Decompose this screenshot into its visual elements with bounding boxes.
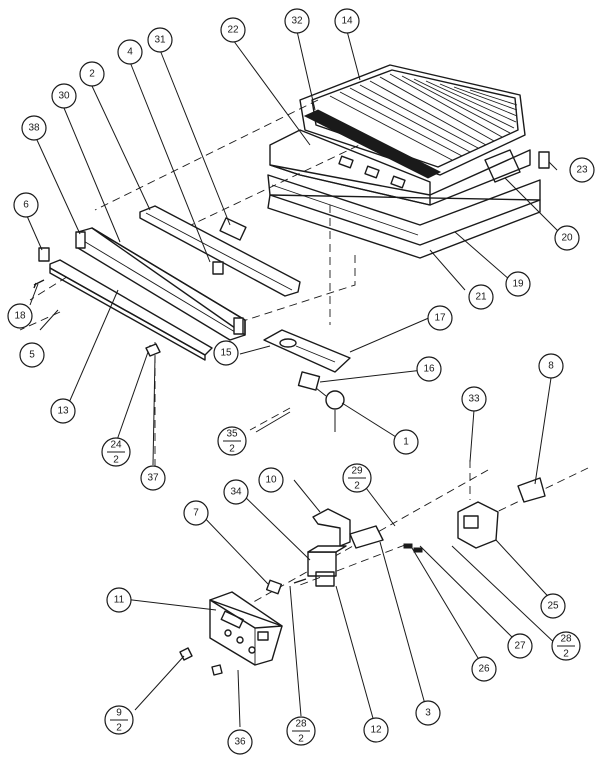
svg-text:29: 29	[351, 466, 363, 477]
callout-13: 13	[50, 398, 76, 424]
callout-23: 23	[569, 157, 595, 183]
svg-text:13: 13	[57, 406, 69, 417]
callout-10: 10	[258, 467, 284, 493]
callout-18: 18	[7, 303, 33, 329]
svg-text:9: 9	[116, 708, 122, 719]
svg-text:5: 5	[29, 350, 35, 361]
callout-21: 21	[468, 284, 494, 310]
callout-16: 16	[416, 356, 442, 382]
svg-text:18: 18	[14, 311, 26, 322]
callout-32: 32	[284, 8, 310, 34]
callout-14: 14	[334, 8, 360, 34]
callout-11: 11	[106, 587, 132, 613]
svg-text:21: 21	[475, 292, 487, 303]
callout-31: 31	[147, 27, 173, 53]
callout-30: 30	[51, 83, 77, 109]
svg-text:2: 2	[354, 481, 360, 492]
svg-text:3: 3	[425, 708, 431, 719]
svg-text:2: 2	[89, 69, 95, 80]
svg-text:36: 36	[234, 737, 246, 748]
callout-26: 26	[471, 656, 497, 682]
callout-34: 34	[223, 479, 249, 505]
callout-8: 8	[538, 353, 564, 379]
callout-36: 36	[227, 729, 253, 755]
svg-text:14: 14	[341, 16, 353, 27]
svg-text:4: 4	[127, 47, 133, 58]
svg-text:2: 2	[116, 723, 122, 734]
svg-text:28: 28	[560, 634, 572, 645]
callout-7: 7	[183, 500, 209, 526]
svg-text:8: 8	[548, 361, 554, 372]
front-trim-panel	[33, 205, 301, 361]
assembly-lines	[19, 99, 589, 619]
callout-20: 20	[554, 225, 580, 251]
control-assembly	[179, 477, 546, 676]
svg-text:24: 24	[110, 440, 122, 451]
svg-text:17: 17	[434, 313, 446, 324]
leader-lines	[26, 30, 561, 730]
callout-19: 19	[505, 271, 531, 297]
svg-text:38: 38	[28, 123, 40, 134]
svg-text:30: 30	[58, 91, 70, 102]
grille-slats	[329, 73, 518, 161]
callout-5: 5	[19, 342, 45, 368]
svg-text:26: 26	[478, 664, 490, 675]
svg-text:2: 2	[229, 444, 235, 455]
callout-28-2-right: 28 2	[551, 631, 581, 661]
svg-text:6: 6	[23, 200, 29, 211]
svg-text:25: 25	[547, 601, 559, 612]
svg-text:23: 23	[576, 165, 588, 176]
svg-text:19: 19	[512, 279, 524, 290]
svg-text:2: 2	[298, 734, 304, 745]
svg-text:22: 22	[227, 25, 239, 36]
callout-1: 1	[393, 429, 419, 455]
callout-3: 3	[415, 700, 441, 726]
svg-text:11: 11	[114, 595, 125, 606]
svg-text:35: 35	[226, 429, 238, 440]
lamp-assembly	[263, 329, 351, 432]
svg-text:2: 2	[113, 455, 119, 466]
svg-text:15: 15	[220, 348, 232, 359]
callout-35-2: 35 2	[217, 426, 247, 456]
callout-17: 17	[427, 305, 453, 331]
svg-text:10: 10	[265, 475, 277, 486]
callout-2: 2	[79, 61, 105, 87]
callout-24-2: 24 2	[101, 437, 131, 467]
svg-text:16: 16	[423, 364, 435, 375]
callout-12: 12	[363, 717, 389, 743]
svg-text:1: 1	[403, 437, 409, 448]
svg-text:31: 31	[154, 35, 166, 46]
callout-38: 38	[21, 115, 47, 141]
svg-text:12: 12	[370, 725, 382, 736]
callout-25: 25	[540, 593, 566, 619]
svg-text:32: 32	[291, 16, 303, 27]
callout-6: 6	[13, 192, 39, 218]
callout-15: 15	[213, 340, 239, 366]
svg-text:2: 2	[563, 649, 569, 660]
svg-text:37: 37	[147, 473, 159, 484]
callout-22: 22	[220, 17, 246, 43]
svg-text:20: 20	[561, 233, 573, 244]
callout-27: 27	[507, 633, 533, 659]
callout-33: 33	[461, 386, 487, 412]
callout-29-2: 29 2	[342, 463, 372, 493]
svg-text:7: 7	[193, 508, 199, 519]
svg-text:28: 28	[295, 719, 307, 730]
callout-9-2: 9 2	[104, 705, 134, 735]
callout-28-2-center: 28 2	[286, 716, 316, 746]
svg-text:34: 34	[230, 487, 242, 498]
clip-23	[538, 151, 550, 169]
callout-37: 37	[140, 465, 166, 491]
svg-text:33: 33	[468, 394, 480, 405]
svg-text:27: 27	[514, 641, 526, 652]
callout-4: 4	[117, 39, 143, 65]
evaporator-cover-assembly	[267, 64, 550, 259]
